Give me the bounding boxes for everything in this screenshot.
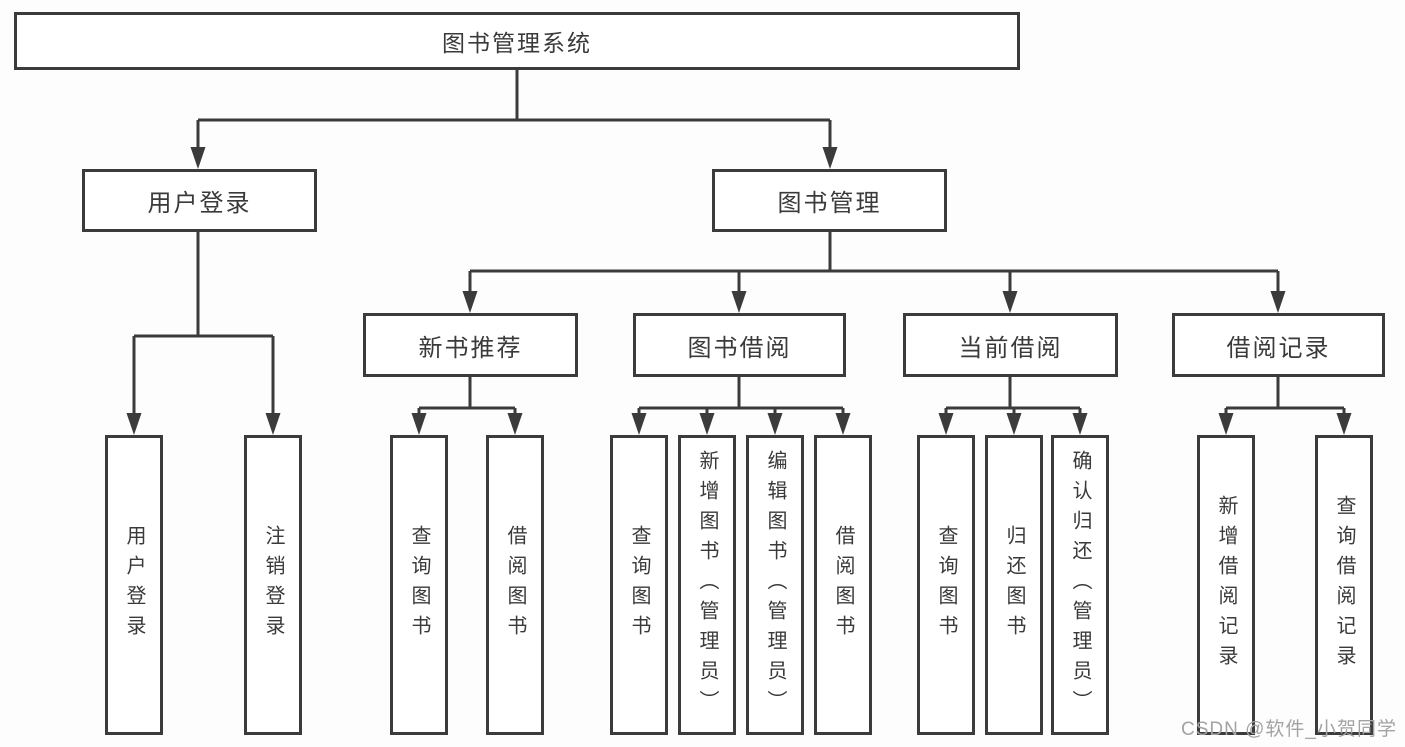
arrowheads xyxy=(126,147,1352,435)
node-book-borrowing: 图书借阅 xyxy=(633,313,846,377)
leaf-query-books-borrowing: 查询图书 xyxy=(610,435,668,735)
leaf-query-borrow-record: 查询借阅记录 xyxy=(1315,435,1373,735)
leaf-borrow-books-borrowing: 借阅图书 xyxy=(814,435,872,735)
leaf-confirm-return-admin: 确认归还（管理员） xyxy=(1051,435,1109,735)
node-current-borrowing: 当前借阅 xyxy=(903,313,1118,377)
leaf-user-login: 用户登录 xyxy=(105,435,163,735)
leaf-edit-books-admin: 编辑图书（管理员） xyxy=(746,435,804,735)
leaf-query-books-recommend: 查询图书 xyxy=(390,435,448,735)
node-borrowing-records: 借阅记录 xyxy=(1172,313,1385,377)
node-user-login: 用户登录 xyxy=(82,169,317,232)
leaf-return-books: 归还图书 xyxy=(985,435,1043,735)
leaf-logout: 注销登录 xyxy=(244,435,302,735)
node-library-system: 图书管理系统 xyxy=(14,12,1020,70)
leaf-query-books-current: 查询图书 xyxy=(917,435,975,735)
leaf-borrow-books-recommend: 借阅图书 xyxy=(486,435,544,735)
leaf-add-borrow-record: 新增借阅记录 xyxy=(1197,435,1255,735)
leaf-add-books-admin: 新增图书（管理员） xyxy=(678,435,736,735)
node-book-management: 图书管理 xyxy=(712,169,947,232)
watermark: CSDN @软件_小贺同学 xyxy=(1181,719,1397,740)
node-new-book-recommendation: 新书推荐 xyxy=(363,313,578,377)
